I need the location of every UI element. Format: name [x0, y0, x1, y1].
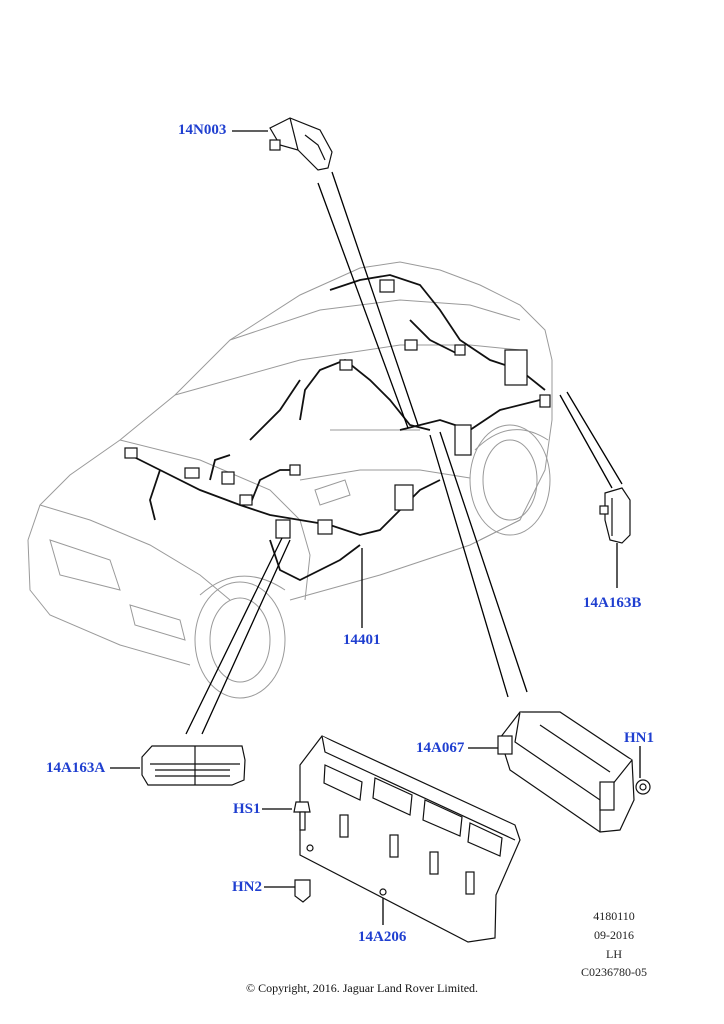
callout-hn2[interactable]: HN2 — [232, 879, 262, 895]
vehicle-body — [27, 261, 553, 699]
callout-14a163b[interactable]: 14A163B — [583, 595, 642, 611]
callout-14401[interactable]: 14401 — [343, 632, 381, 648]
nut-hn1 — [635, 779, 651, 795]
bracket-14a206 — [299, 735, 521, 943]
part-14a163b — [599, 487, 631, 544]
callout-14n003[interactable]: 14N003 — [178, 122, 227, 138]
nut-hn2 — [294, 879, 311, 903]
diagram-date: 09-2016 — [594, 928, 634, 942]
copyright-notice: © Copyright, 2016. Jaguar Land Rover Lim… — [245, 981, 479, 995]
callout-hn1[interactable]: HN1 — [624, 730, 654, 746]
stud-hs1 — [293, 801, 311, 831]
harness-14401 — [129, 274, 546, 582]
diagram-code: C0236780-05 — [581, 965, 647, 979]
part-14a163a — [141, 745, 246, 786]
callout-hs1[interactable]: HS1 — [233, 801, 261, 817]
callout-14a163a[interactable]: 14A163A — [46, 760, 106, 776]
harness-connectors — [124, 279, 551, 539]
leader-lines — [110, 130, 641, 925]
diagram-side: LH — [606, 947, 622, 961]
callout-14a067[interactable]: 14A067 — [416, 740, 465, 756]
sensor-14n003 — [269, 117, 333, 171]
part-14a067 — [497, 711, 635, 833]
callout-14a206[interactable]: 14A206 — [358, 929, 407, 945]
diagram-ref-number: 4180110 — [593, 909, 635, 923]
